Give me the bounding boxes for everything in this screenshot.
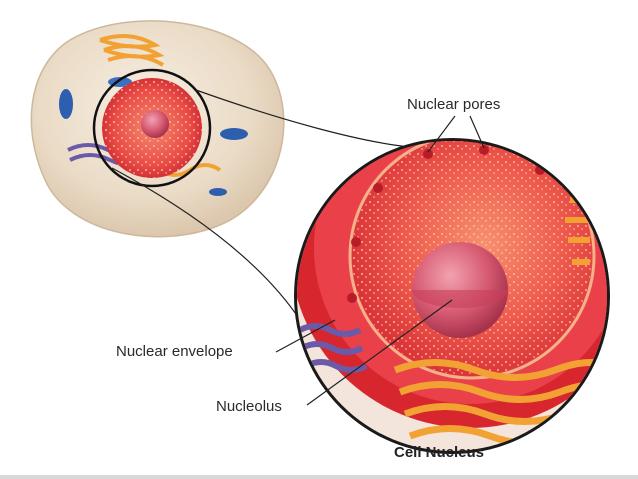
zoom-ring	[92, 68, 212, 188]
zoomed-nucleus	[294, 138, 610, 454]
whole-cell	[30, 20, 285, 238]
golgi-shape	[99, 34, 165, 67]
diagram-title: Cell Nucleus	[394, 444, 485, 461]
nuclear-pore-marks	[347, 145, 545, 303]
zoom-connectors	[111, 89, 411, 321]
nuclear-pores-label: Nuclear pores	[407, 96, 501, 113]
leader-lines	[275, 115, 485, 406]
mitochondrion-shape	[220, 128, 248, 140]
bottom-divider	[0, 475, 638, 479]
nucleolus-label: Nucleolus	[216, 398, 282, 415]
mitochondrion-shape	[209, 188, 227, 196]
nuclear-envelope-label: Nuclear envelope	[116, 343, 233, 360]
mitochondrion-shape	[59, 89, 73, 119]
small-nucleolus	[141, 110, 169, 138]
